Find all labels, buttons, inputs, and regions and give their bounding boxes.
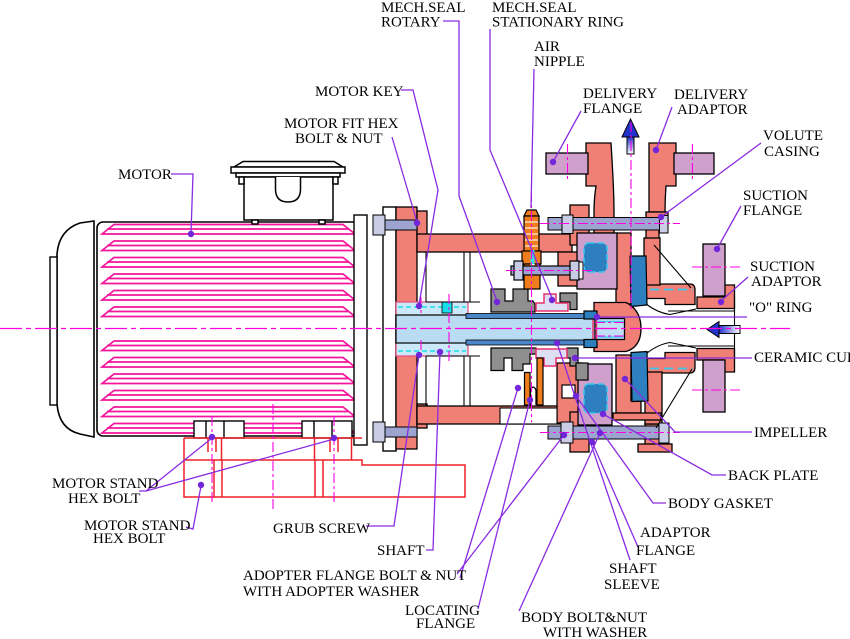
svg-text:LOCATING: LOCATING [405,603,480,619]
svg-text:MECH.SEAL: MECH.SEAL [381,0,466,16]
svg-text:HEX BOLT: HEX BOLT [93,531,165,547]
svg-text:MOTOR FIT HEX: MOTOR FIT HEX [284,116,399,132]
svg-text:SHAFT: SHAFT [609,561,657,577]
svg-text:WITH WASHER: WITH WASHER [543,625,647,639]
svg-text:ROTARY: ROTARY [381,15,441,31]
svg-text:BODY BOLT&NUT: BODY BOLT&NUT [521,610,647,626]
svg-text:SHAFT: SHAFT [377,543,425,559]
svg-text:ADAPTOR: ADAPTOR [677,102,748,118]
svg-text:BODY GASKET: BODY GASKET [668,496,773,512]
svg-text:NIPPLE: NIPPLE [534,54,585,70]
svg-text:GRUB SCREW: GRUB SCREW [273,521,371,537]
svg-text:CERAMIC CUP: CERAMIC CUP [754,350,850,366]
svg-text:FLANGE: FLANGE [416,616,475,632]
svg-text:FLANGE: FLANGE [636,543,695,559]
svg-text:BACK PLATE: BACK PLATE [728,468,818,484]
svg-text:HEX BOLT: HEX BOLT [68,491,140,507]
svg-text:AIR: AIR [534,39,560,55]
svg-text:DELIVERY: DELIVERY [583,86,657,102]
svg-text:FLANGE: FLANGE [583,101,642,117]
svg-text:STATIONARY RING: STATIONARY RING [492,15,624,31]
svg-text:ADOPTER FLANGE BOLT & NUT: ADOPTER FLANGE BOLT & NUT [243,568,466,584]
svg-text:CASING: CASING [764,144,820,160]
svg-text:FLANGE: FLANGE [743,203,802,219]
svg-text:ADAPTOR: ADAPTOR [751,274,822,290]
svg-text:VOLUTE: VOLUTE [763,128,823,144]
svg-text:MOTOR STAND: MOTOR STAND [52,476,159,492]
svg-text:DELIVERY: DELIVERY [674,87,748,103]
svg-text:SUCTION: SUCTION [743,188,808,204]
svg-text:IMPELLER: IMPELLER [754,425,827,441]
svg-text:MOTOR KEY: MOTOR KEY [315,84,404,100]
svg-text:ADAPTOR: ADAPTOR [640,525,711,541]
svg-text:MOTOR: MOTOR [118,167,172,183]
svg-text:SUCTION: SUCTION [750,259,815,275]
svg-text:SLEEVE: SLEEVE [604,577,660,593]
svg-text:MOTOR STAND: MOTOR STAND [84,518,191,534]
svg-text:MECH.SEAL: MECH.SEAL [492,0,577,16]
svg-text:BOLT & NUT: BOLT & NUT [295,131,383,147]
svg-text:"O" RING: "O" RING [749,300,813,316]
svg-text:WITH ADOPTER WASHER: WITH ADOPTER WASHER [243,584,419,600]
